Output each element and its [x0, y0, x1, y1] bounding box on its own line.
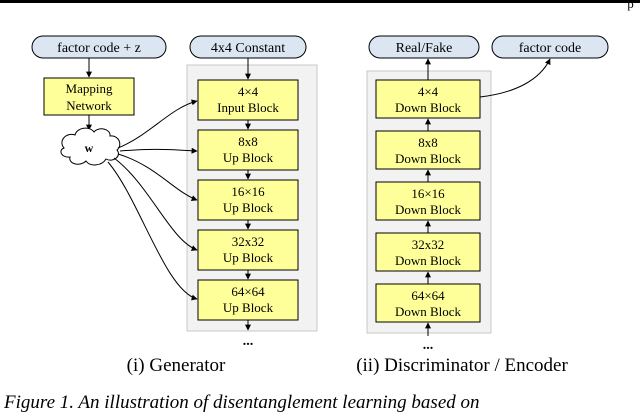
discriminator-block-2-size: 8x8	[418, 135, 438, 150]
discriminator-block-3-name: Down Block	[395, 202, 462, 217]
generator-block-2-name: Up Block	[223, 150, 274, 165]
mapping-network-box	[43, 77, 135, 116]
generator-block-2	[197, 129, 299, 171]
discriminator-block-3	[375, 181, 481, 221]
arrow-w-to-block-4	[113, 157, 198, 251]
discriminator-block-5-name: Down Block	[395, 304, 462, 319]
mapping-network-label-line2: Network	[66, 98, 112, 113]
arrow-block-1-to-factor-code	[479, 58, 551, 98]
figure-caption-text: Figure 1. An illustration of disentangle…	[4, 392, 480, 413]
discriminator-block-5	[375, 283, 481, 323]
discriminator-block-4-name: Down Block	[395, 253, 462, 268]
generator-block-3	[197, 179, 299, 221]
factor-code-output-pill	[491, 35, 609, 59]
generator-block-4-name: Up Block	[223, 250, 274, 265]
generator-block-1-name: Input Block	[217, 100, 279, 115]
factor-code-output-pill-label: factor code	[519, 41, 582, 56]
top-text-fragment: p	[627, 0, 634, 11]
generator-caption: (i) Generator	[127, 355, 226, 376]
arrow-w-to-block-1	[117, 99, 198, 149]
discriminator-block-4-size: 32x32	[412, 237, 445, 252]
generator-block-4-size: 32x32	[232, 234, 265, 249]
generator-block-1-size: 4×4	[238, 84, 259, 99]
real-fake-pill	[368, 35, 480, 59]
w-latent-label: w	[85, 141, 94, 155]
generator-ellipsis: ...	[243, 334, 254, 349]
mapping-network-label-line1: Mapping	[66, 81, 113, 96]
discriminator-block-2-name: Down Block	[395, 151, 462, 166]
generator-block-5	[197, 279, 299, 321]
arrow-w-to-block-5	[107, 161, 198, 301]
discriminator-block-1	[375, 79, 481, 119]
discriminator-block-4	[375, 232, 481, 272]
generator-block-3-name: Up Block	[223, 200, 274, 215]
arrow-w-to-block-2	[119, 147, 198, 154]
discriminator-caption: (ii) Discriminator / Encoder	[356, 355, 568, 376]
real-fake-pill-label: Real/Fake	[396, 41, 453, 56]
w-latent-cloud	[60, 127, 121, 166]
discriminator-block-2	[375, 130, 481, 170]
discriminator-block-1-name: Down Block	[395, 100, 462, 115]
discriminator-ellipsis: ...	[423, 338, 434, 353]
arrow-w-to-block-3	[117, 153, 198, 201]
discriminator-block-5-size: 64×64	[411, 288, 445, 303]
generator-block-2-size: 8x8	[238, 134, 258, 149]
generator-block-5-size: 64×64	[231, 284, 265, 299]
discriminator-block-3-size: 16×16	[411, 186, 445, 201]
top-rule	[0, 0, 640, 3]
generator-block-5-name: Up Block	[223, 300, 274, 315]
discriminator-block-1-size: 4×4	[418, 84, 439, 99]
generator-input-pill-label: factor code + z	[57, 41, 141, 56]
generator-input-pill	[31, 35, 167, 59]
generator-block-1	[197, 79, 299, 121]
generator-block-3-size: 16×16	[231, 184, 265, 199]
figure-caption-fragment: Figure 1. An illustration of disentangle…	[4, 392, 480, 414]
generator-constant-pill-label: 4x4 Constant	[211, 41, 285, 56]
